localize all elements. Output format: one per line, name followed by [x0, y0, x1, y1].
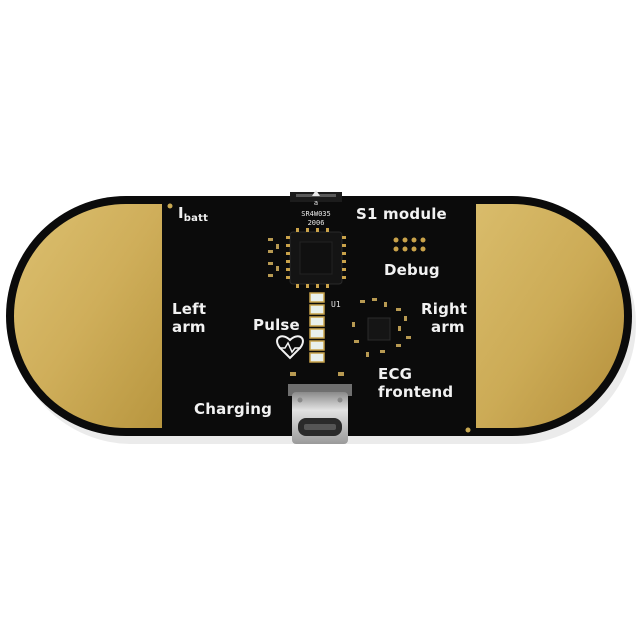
ibatt-sub: batt — [183, 213, 209, 224]
left-arm-label-line-1: Left — [172, 300, 207, 318]
arrow-marker — [312, 190, 320, 196]
ibatt-main: I — [178, 204, 184, 222]
left-electrode-pad — [14, 204, 162, 428]
ibatt-label: Ibatt — [178, 204, 209, 225]
charge-led — [338, 372, 344, 376]
via-dot — [167, 203, 173, 209]
debug-header-pads — [393, 237, 426, 252]
s1-module-label: S1 module — [356, 205, 447, 223]
u1-label: U1 — [331, 300, 341, 309]
charge-led — [290, 372, 296, 376]
debug-label: Debug — [384, 261, 440, 279]
usb-c-connector — [288, 384, 352, 444]
pcb-board — [6, 196, 632, 436]
heart-icon — [276, 335, 304, 360]
passive-components — [268, 238, 279, 277]
ecg-label-line-2: frontend — [378, 383, 454, 401]
module-pads — [286, 228, 346, 288]
ecg-frontend-chip — [352, 298, 411, 357]
module-inner — [299, 241, 333, 275]
right-arm-label-line-1: Right — [421, 300, 468, 318]
charging-label: Charging — [194, 400, 273, 418]
pulse-label: Pulse — [253, 316, 300, 334]
led-column — [309, 292, 325, 363]
via-dot — [465, 427, 471, 433]
chip-mark: a — [313, 199, 319, 207]
right-electrode-pad — [476, 204, 624, 428]
left-arm-label-line-2: arm — [172, 318, 206, 336]
right-arm-label-line-2: arm — [431, 318, 465, 336]
ecg-label-line-1: ECG — [378, 365, 413, 383]
chip-code-line-1: SR4W035 — [301, 210, 331, 218]
chip-code-line-2: 2006 — [307, 219, 325, 227]
